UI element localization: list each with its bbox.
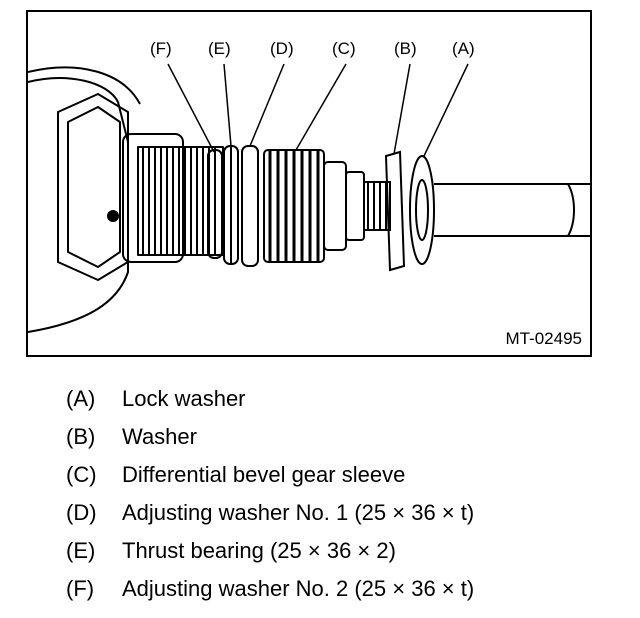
legend-key: (D) (66, 500, 97, 525)
exploded-view-figure: (F) (E) (D) (C) (B) (A) MT-02495 (26, 10, 592, 357)
legend-key: (B) (66, 424, 96, 449)
callout-a: (A) (452, 39, 475, 58)
output-shaft (434, 183, 590, 237)
washer-d (241, 145, 259, 267)
legend-text: Washer (122, 424, 197, 449)
legend-text: Adjusting washer No. 1 (25 × 36 × t) (122, 500, 475, 525)
callout-b: (B) (394, 39, 417, 58)
spline-collar (122, 133, 184, 263)
callout-c: (C) (332, 39, 356, 58)
legend-item: (E) Thrust bearing (25 × 36 × 2) (66, 536, 606, 574)
legend-text: Lock washer (122, 386, 246, 411)
callout-e: (E) (208, 39, 231, 58)
gear-assembly-drawing (28, 63, 590, 333)
legend-text: Thrust bearing (25 × 36 × 2) (122, 538, 396, 563)
washer-b (384, 150, 406, 272)
legend-item: (C) Differential bevel gear sleeve (66, 460, 606, 498)
callout-leaders (167, 63, 469, 157)
legend-key: (F) (66, 576, 95, 601)
callout-f: (F) (150, 39, 172, 58)
lock-washer-a (409, 155, 435, 265)
legend-item: (B) Washer (66, 422, 606, 460)
washer-f (207, 149, 223, 259)
callout-d: (D) (270, 39, 294, 58)
legend-key: (A) (66, 386, 96, 411)
legend-text: Differential bevel gear sleeve (122, 462, 406, 487)
legend-text: Adjusting washer No. 2 (25 × 36 × t) (122, 576, 475, 601)
legend-key: (C) (66, 462, 97, 487)
sleeve-teeth (268, 150, 320, 262)
legend-item: (A) Lock washer (66, 384, 606, 422)
parts-legend: (A) Lock washer (B) Washer (C) Different… (66, 384, 606, 612)
spline-teeth (142, 147, 216, 255)
legend-key: (E) (66, 538, 96, 563)
figure-id: MT-02495 (505, 329, 582, 348)
thread-lines (367, 182, 387, 230)
legend-item: (D) Adjusting washer No. 1 (25 × 36 × t) (66, 498, 606, 536)
legend-item: (F) Adjusting washer No. 2 (25 × 36 × t) (66, 574, 606, 612)
